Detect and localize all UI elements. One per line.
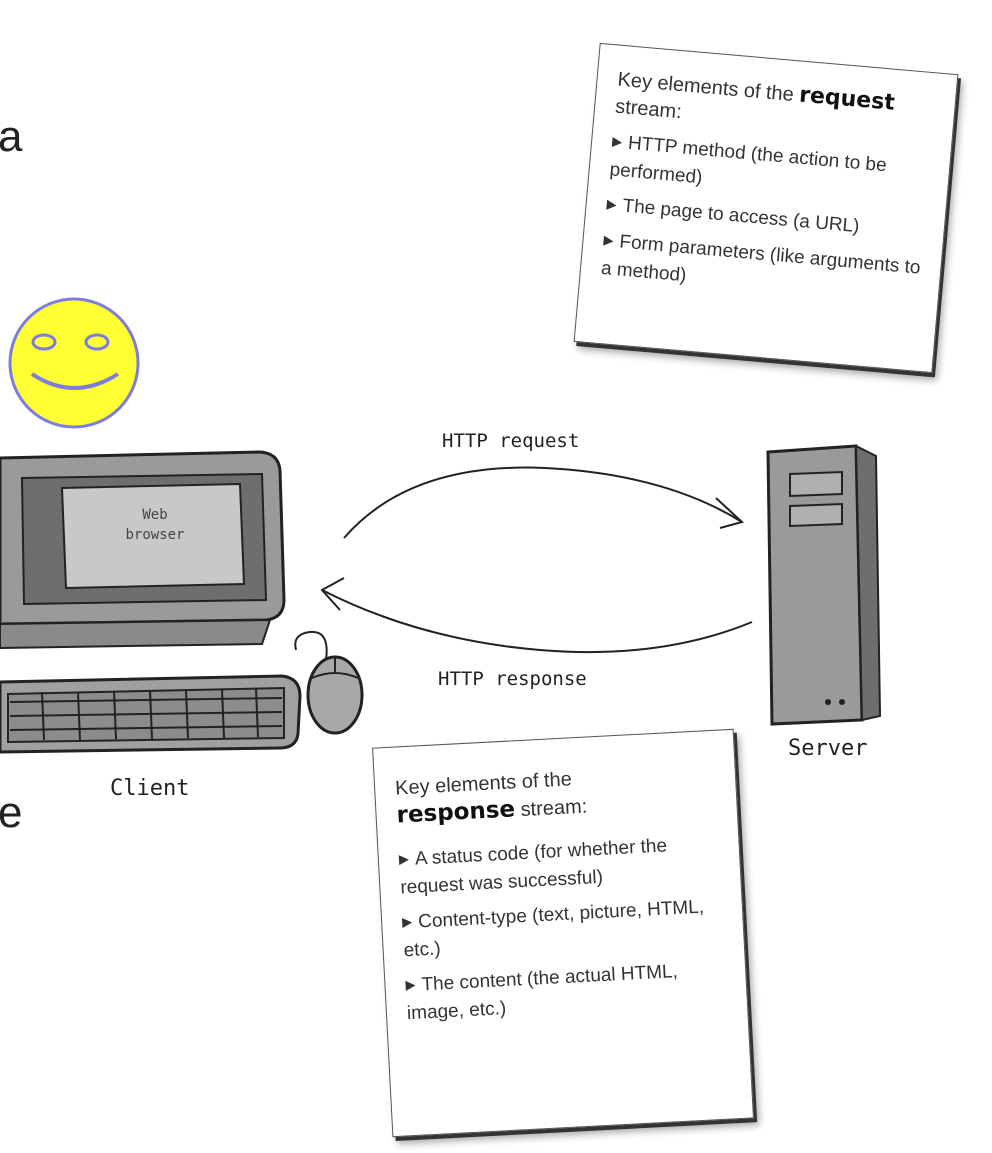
server-icon: [766, 444, 882, 726]
smiley-icon: [8, 297, 140, 429]
http-response-label: HTTP response: [438, 668, 587, 690]
keyboard-icon: [0, 674, 302, 754]
response-elements-card: Key elements of the response stream: A s…: [372, 728, 754, 1138]
response-keyword: response: [395, 796, 516, 829]
client-label: Client: [110, 776, 190, 801]
clipped-text-bottom: e: [0, 788, 23, 837]
response-card-intro: Key elements of the: [394, 768, 573, 800]
http-request-label: HTTP request: [442, 430, 580, 452]
clipped-text-top: a: [0, 112, 23, 161]
screen-line-web: Web: [142, 507, 168, 523]
response-item-content: The content (the actual HTML, image, etc…: [405, 956, 727, 1028]
request-card-outro: stream:: [614, 95, 683, 124]
screen-line-browser: browser: [125, 527, 185, 543]
response-card-heading: Key elements of the response stream:: [395, 759, 717, 831]
mouse-icon: [294, 630, 364, 735]
monitor-screen-label: Web browser: [80, 505, 230, 545]
response-card-outro: stream:: [514, 795, 588, 822]
request-arrow: [343, 466, 745, 539]
response-arrow: [320, 577, 753, 654]
monitor-icon: [0, 450, 286, 650]
response-item-content-type: Content-type (text, picture, HTML, etc.): [402, 893, 724, 965]
response-item-status: A status code (for whether the request w…: [398, 830, 720, 902]
request-keyword: request: [798, 82, 896, 116]
server-label: Server: [788, 736, 868, 761]
request-elements-card: Key elements of the request stream: HTTP…: [573, 42, 959, 374]
